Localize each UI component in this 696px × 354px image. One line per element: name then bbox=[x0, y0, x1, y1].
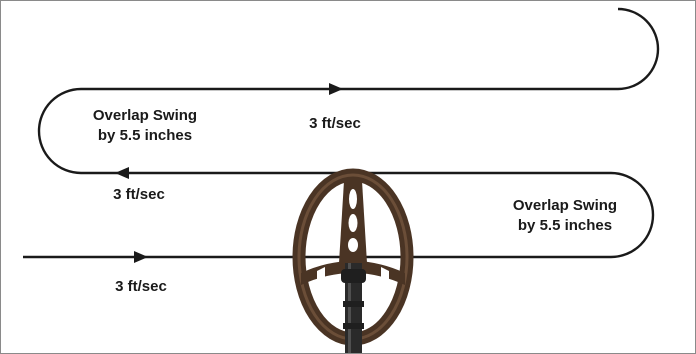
overlap-swing-label-left: Overlap Swing by 5.5 inches bbox=[65, 106, 225, 146]
overlap-swing-label-right: Overlap Swing by 5.5 inches bbox=[485, 196, 645, 236]
arrow-right-top bbox=[329, 83, 343, 95]
metal-detector-icon bbox=[292, 168, 414, 353]
arrow-left-middle bbox=[115, 167, 129, 179]
overlap-swing-label-left-line2: by 5.5 inches bbox=[97, 127, 193, 144]
overlap-swing-label-right-line1: Overlap Swing bbox=[512, 197, 618, 214]
overlap-swing-label-left-line1: Overlap Swing bbox=[92, 107, 198, 124]
speed-label-middle: 3 ft/sec bbox=[113, 186, 165, 203]
speed-label-bottom: 3 ft/sec bbox=[115, 278, 167, 295]
swing-path bbox=[23, 7, 660, 259]
overlap-swing-label-right-line2: by 5.5 inches bbox=[517, 217, 613, 234]
arrow-right-bottom bbox=[134, 251, 148, 263]
speed-label-top: 3 ft/sec bbox=[309, 115, 361, 132]
